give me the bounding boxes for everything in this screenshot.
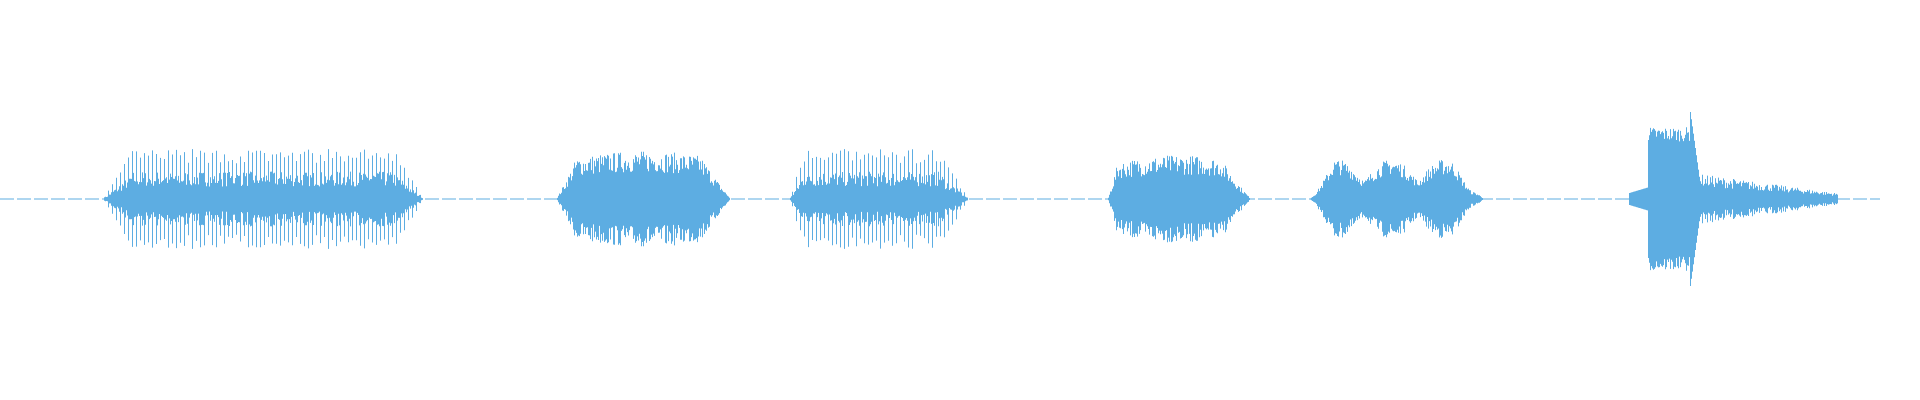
waveform-bars: [104, 112, 1838, 286]
waveform-amplitude-path: [104, 112, 1838, 286]
